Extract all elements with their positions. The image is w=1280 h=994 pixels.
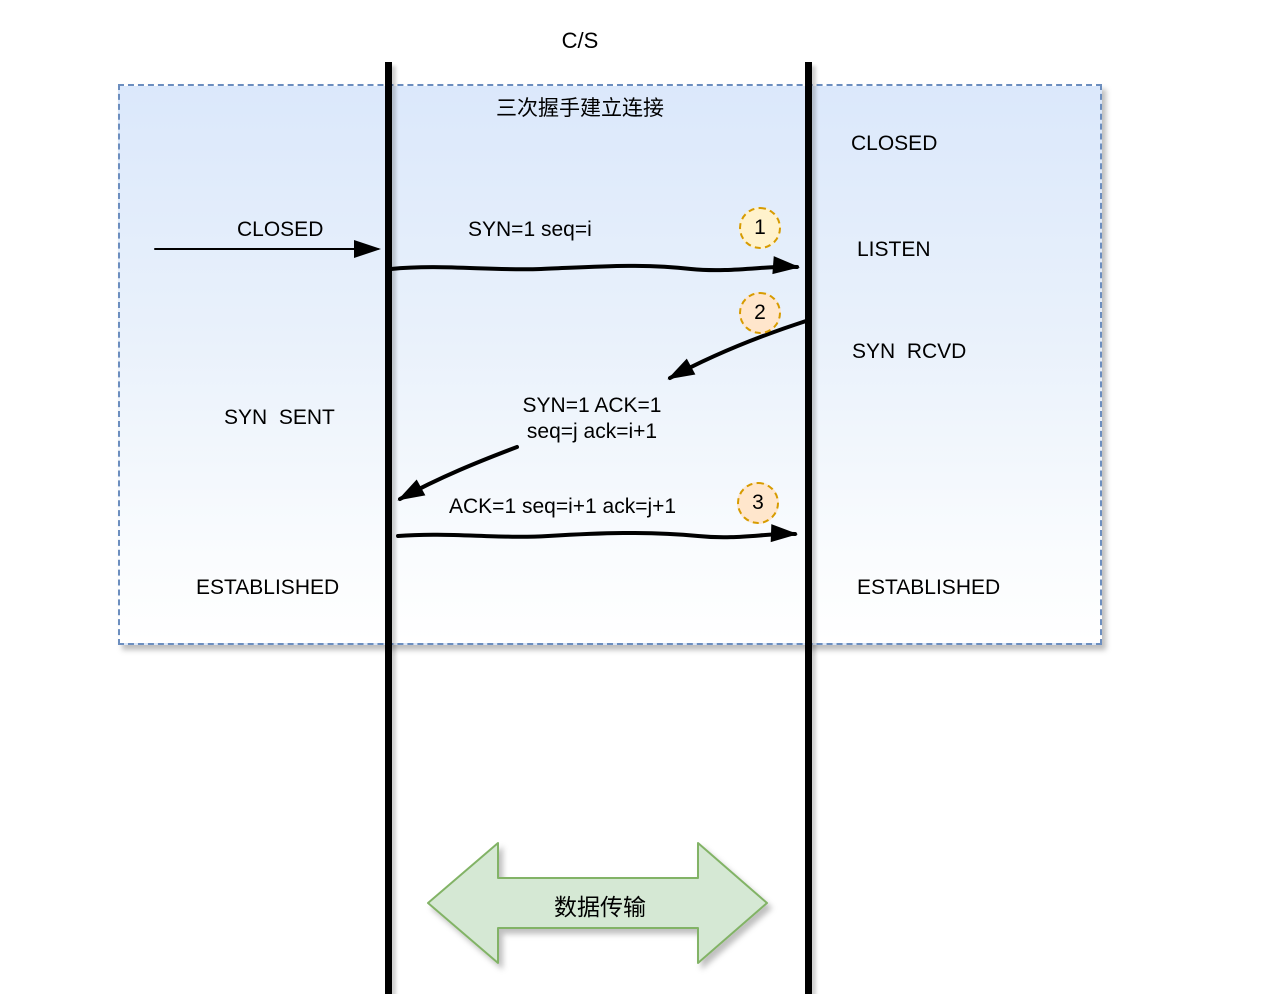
step-badge-1: 1	[739, 207, 781, 249]
syn-ack-message-label: SYN=1 ACK=1 seq=j ack=i+1	[487, 393, 697, 445]
server-state-closed: CLOSED	[851, 132, 938, 155]
server-state-established: ESTABLISHED	[857, 576, 1001, 599]
step-badge-2: 2	[739, 292, 781, 334]
data-transfer-label: 数据传输	[554, 894, 646, 920]
client-state-syn-sent: SYN SENT	[224, 406, 335, 429]
server-state-syn-rcvd: SYN RCVD	[852, 340, 967, 363]
client-lifeline	[385, 62, 392, 994]
server-lifeline	[805, 62, 812, 994]
step-badge-3: 3	[737, 482, 779, 524]
syn-ack-message-line1: SYN=1 ACK=1	[522, 394, 662, 417]
ack-message-label: ACK=1 seq=i+1 ack=j+1	[449, 495, 677, 518]
handshake-box-title: 三次握手建立连接	[496, 97, 664, 120]
syn-ack-message-line2: seq=j ack=i+1	[526, 420, 658, 443]
syn-message-label: SYN=1 seq=i	[468, 218, 592, 241]
handshake-box	[118, 84, 1102, 645]
server-state-listen: LISTEN	[857, 238, 931, 261]
client-state-established: ESTABLISHED	[196, 576, 340, 599]
client-state-closed: CLOSED	[237, 218, 324, 241]
diagram-title: C/S	[561, 28, 599, 53]
